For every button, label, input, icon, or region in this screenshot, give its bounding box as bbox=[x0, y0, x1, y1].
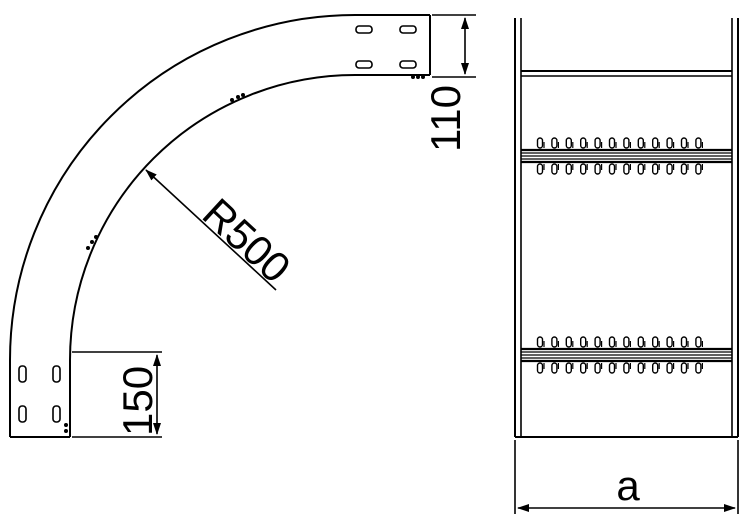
rung-middle bbox=[521, 137, 732, 175]
rung-lower bbox=[521, 336, 732, 374]
dim-height-top bbox=[432, 14, 476, 78]
rung-top bbox=[521, 70, 732, 77]
front-view bbox=[514, 18, 739, 438]
dim-width-label: a bbox=[616, 462, 640, 509]
bend-outer-edge bbox=[9, 14, 430, 437]
bend-inner-edge bbox=[69, 74, 430, 437]
connector-slots-bottom bbox=[18, 365, 61, 423]
weld-marks bbox=[64, 75, 425, 433]
dim-height-top-label: 110 bbox=[422, 85, 469, 152]
dim-width bbox=[514, 440, 739, 514]
dim-radius-label: R500 bbox=[194, 189, 300, 292]
dim-radius-leader bbox=[145, 169, 277, 291]
side-view bbox=[9, 14, 431, 438]
connector-slots-top bbox=[355, 25, 417, 69]
dim-height-bottom bbox=[72, 351, 162, 438]
dim-height-bottom-label: 150 bbox=[114, 366, 161, 436]
